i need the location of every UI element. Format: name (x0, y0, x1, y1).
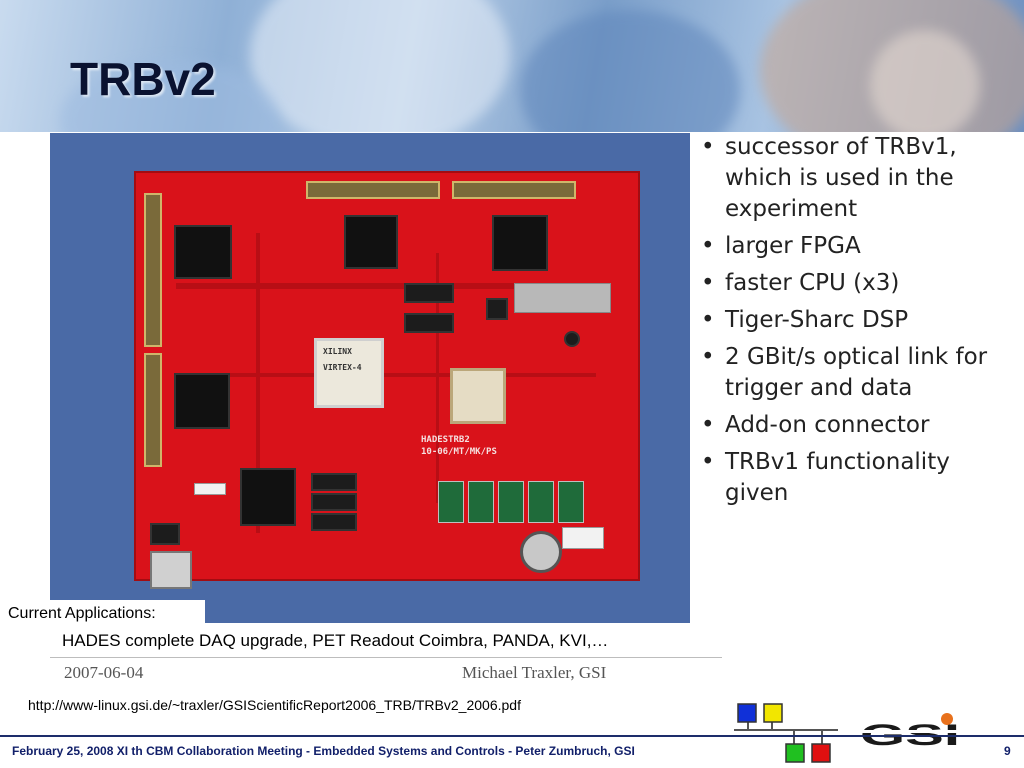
bullet-item: •2 GBit/s optical link for trigger and d… (701, 344, 988, 401)
optical-transceiver (514, 283, 611, 313)
dsp-chip (450, 368, 506, 424)
photo-date: 2007-06-04 (64, 663, 144, 682)
bullet-item: •successor of TRBv1, which is used in th… (701, 134, 957, 222)
board-date-silkscreen: 10-06/MT/MK/PS (421, 447, 497, 457)
network-logo (734, 703, 838, 763)
feature-list: •successor of TRBv1, which is used in th… (697, 132, 1017, 515)
bullet-item: •Add-on connector (701, 412, 930, 438)
bullet-item: •TRBv1 functionality given (701, 449, 950, 506)
bullet-item: •larger FPGA (701, 233, 861, 259)
footer-divider (0, 735, 1024, 737)
board-name-silkscreen: HADESTRB2 (421, 435, 470, 445)
circuit-board: XILINX VIRTEX-4 HADESTRB2 10-06/MT/MK/PS (136, 173, 638, 589)
gsi-logo-text: GSI (860, 719, 960, 750)
photo-author: Michael Traxler, GSI (462, 663, 607, 682)
footer-text: February 25, 2008 XI th CBM Collaboratio… (12, 744, 635, 758)
reference-link[interactable]: http://www-linux.gsi.de/~traxler/GSIScie… (28, 697, 521, 713)
caption-divider (50, 657, 722, 658)
applications-label: Current Applications: (0, 600, 205, 628)
bullet-item: •faster CPU (x3) (701, 270, 900, 296)
fpga-label: VIRTEX-4 (323, 363, 362, 372)
battery (520, 531, 562, 573)
gsi-logo: GSI (860, 713, 964, 750)
header-banner: TRBv2 (0, 0, 1024, 132)
fpga-chip: XILINX VIRTEX-4 (314, 338, 384, 408)
fpga-vendor-label: XILINX (323, 347, 352, 356)
bullet-item: •Tiger-Sharc DSP (701, 307, 909, 333)
page-number: 9 (1004, 744, 1011, 758)
ethernet-port (150, 551, 192, 589)
applications-text: HADES complete DAQ upgrade, PET Readout … (62, 631, 609, 650)
board-photo: XILINX VIRTEX-4 HADESTRB2 10-06/MT/MK/PS (50, 133, 690, 623)
slide-title: TRBv2 (70, 53, 216, 105)
